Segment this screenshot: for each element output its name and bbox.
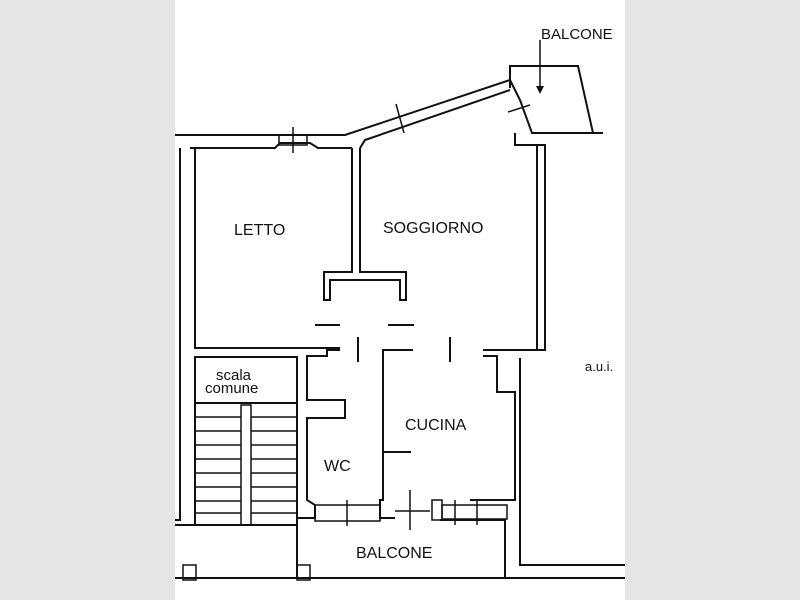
balcone-top-outline <box>509 65 603 134</box>
label-letto: LETTO <box>234 222 285 239</box>
pillar <box>182 564 197 581</box>
right-margin <box>625 0 800 600</box>
window-soggiorno <box>395 103 405 134</box>
window-cucina <box>441 504 508 520</box>
pillar <box>296 564 311 581</box>
label-wc: WC <box>324 458 351 475</box>
stair-steps <box>195 416 297 514</box>
label-balcone-bottom: BALCONE <box>356 545 432 562</box>
label-scala: scala <box>216 367 252 384</box>
label-cucina: CUCINA <box>405 417 467 434</box>
label-balcone-top: BALCONE <box>541 26 613 43</box>
room-labels: LETTO SOGGIORNO CUCINA WC scala comune B… <box>205 26 613 562</box>
label-soggiorno: SOGGIORNO <box>383 220 483 237</box>
label-comune: comune <box>205 380 258 397</box>
walls <box>175 40 625 581</box>
label-aui: a.u.i. <box>585 359 613 374</box>
